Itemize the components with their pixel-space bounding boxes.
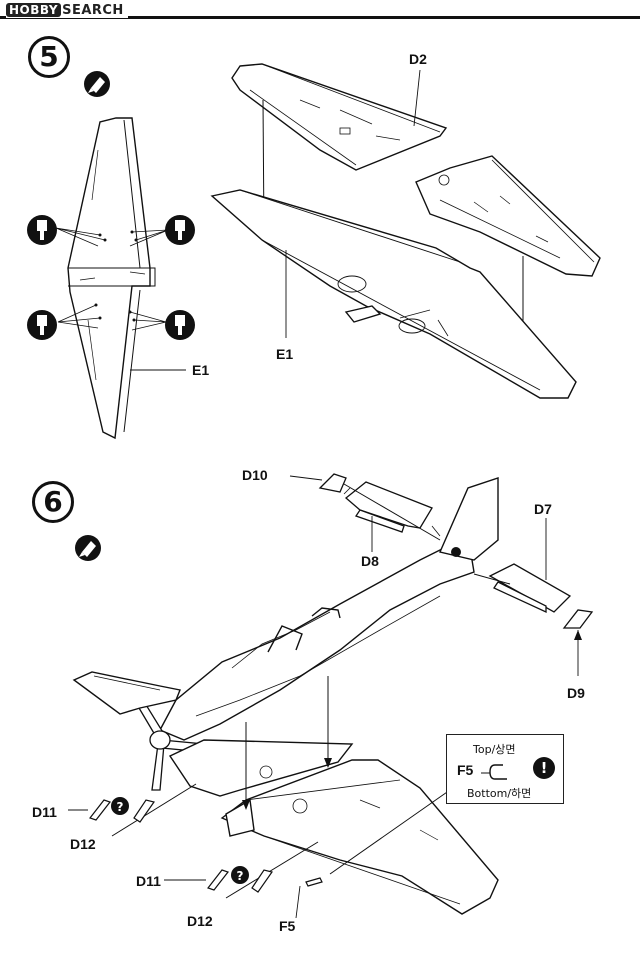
part-d10-outline (318, 473, 347, 493)
label-d11-a: D11 (32, 804, 57, 820)
right-wing-outline (220, 759, 499, 915)
label-d7: D7 (534, 501, 552, 517)
fuselage-outline (159, 477, 499, 741)
part-d9-outline (562, 609, 594, 629)
glue-icon (75, 535, 101, 561)
note-part-label: F5 (457, 762, 474, 778)
left-wing-outline (72, 671, 354, 797)
label-f5: F5 (279, 918, 296, 934)
note-bottom-text: Bottom/하면 (467, 787, 532, 800)
part-d8-outline (344, 481, 433, 533)
drill-icon (165, 215, 195, 245)
glue-icon (84, 71, 110, 97)
label-e1-side-view: E1 (276, 346, 294, 362)
step-5-number: 5 (28, 36, 70, 78)
part-d2-outline (231, 63, 448, 171)
label-d10: D10 (242, 467, 268, 483)
drill-icon (165, 310, 195, 340)
part-f5 (305, 877, 323, 887)
label-d9: D9 (567, 685, 585, 701)
outer-wing-panel-outline (415, 155, 601, 277)
watermark-logo: HOBBY (6, 3, 62, 17)
label-d12-a: D12 (70, 836, 96, 852)
drill-icon (27, 310, 57, 340)
label-d2: D2 (409, 51, 427, 67)
svg-text:?: ? (237, 869, 244, 883)
part-d12-a (133, 799, 155, 823)
wing-e1-top-view (67, 117, 156, 440)
note-top-text: Top/상면 (473, 743, 516, 756)
label-e1-top-view: E1 (192, 362, 210, 378)
step-6-number: 6 (32, 481, 74, 523)
part-d12-b (251, 869, 273, 893)
label-d11-b: D11 (136, 873, 161, 889)
drill-icon (27, 215, 57, 245)
header-rule (0, 16, 640, 19)
watermark-text: SEARCH (62, 3, 124, 18)
optional-icon: ? (111, 797, 129, 815)
wing-e1-side-view (210, 189, 577, 399)
part-d7-outline (488, 563, 572, 614)
part-d11-b (207, 869, 229, 891)
f5-orientation-diagram (481, 764, 507, 780)
orientation-note-box: Top/상면 F5 ! Bottom/하면 (446, 734, 564, 804)
part-d11-a (89, 799, 111, 821)
svg-text:?: ? (117, 800, 124, 814)
optional-icon: ? (231, 866, 249, 884)
alert-icon: ! (533, 757, 555, 779)
label-d8: D8 (361, 553, 379, 569)
label-d12-b: D12 (187, 913, 213, 929)
